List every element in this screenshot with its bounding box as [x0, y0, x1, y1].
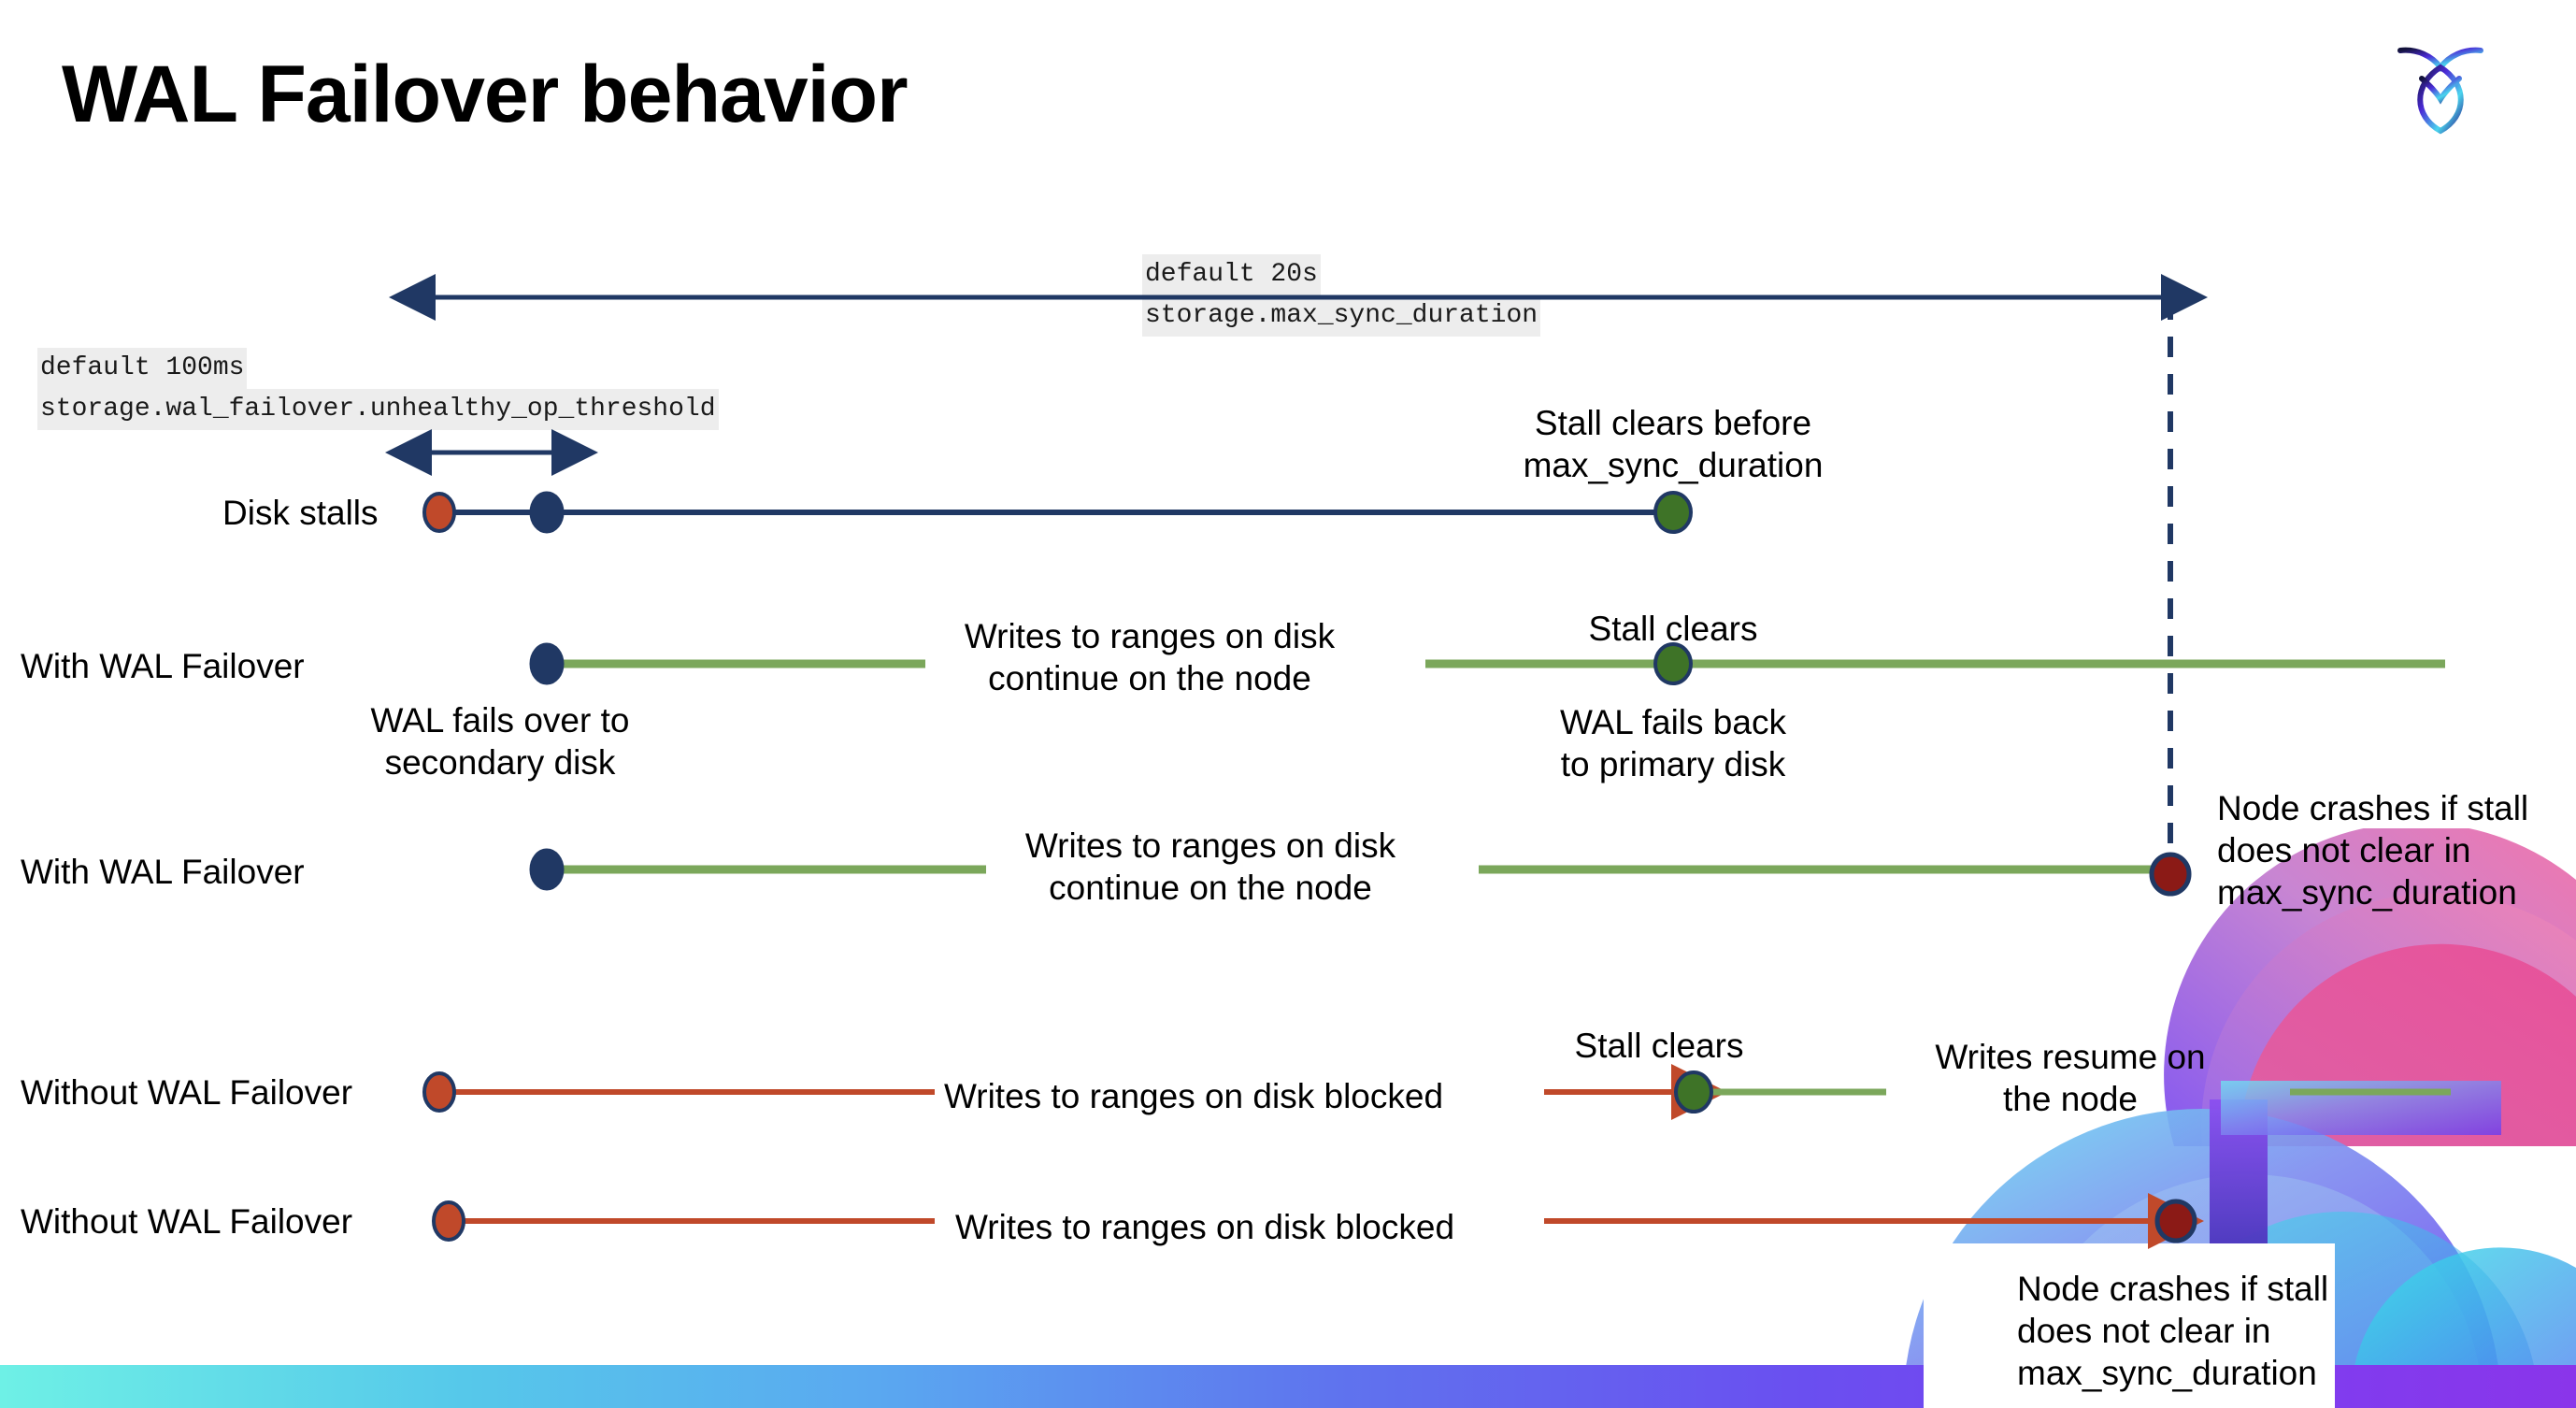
annotation-node-crashes-upper-line1: Node crashes if stall — [2217, 789, 2529, 827]
node-crashes-callout-backdrop — [1924, 1243, 2335, 1408]
no-failover-crash-start-marker — [432, 1200, 465, 1242]
node-crash-marker-lower — [2154, 1199, 2197, 1243]
annotation-wal-fails-over: WAL fails over to secondary disk — [299, 699, 701, 783]
annotation-node-crashes-upper-line2: does not clear in — [2217, 831, 2471, 870]
annotation-writes-resume: Writes resume on the node — [1897, 1036, 2243, 1120]
annotation-writes-blocked-upper: Writes to ranges on disk blocked — [944, 1075, 1542, 1117]
annotation-wal-fails-back-line1: WAL fails back — [1560, 703, 1786, 741]
row-label-without-wal-failover-recovers: Without WAL Failover — [21, 1073, 353, 1112]
logo-svg — [2397, 47, 2483, 135]
disk-stall-cleared-marker — [1653, 491, 1693, 534]
annotation-node-crashes-lower-line2: does not clear in — [2017, 1312, 2271, 1351]
cockroachdb-logo — [2389, 30, 2492, 142]
annotation-wal-fails-over-line2: secondary disk — [384, 743, 616, 783]
row-without-wal-failover-crashes — [432, 1193, 2204, 1249]
row-label-with-wal-failover-recovers: With WAL Failover — [21, 647, 305, 685]
row-label-without-wal-failover-crashes: Without WAL Failover — [21, 1202, 353, 1241]
row-with-wal-failover-crashes — [529, 848, 2192, 897]
unhealthy-op-threshold-name: storage.wal_failover.unhealthy_op_thresh… — [37, 389, 719, 430]
page-title: WAL Failover behavior — [62, 50, 909, 139]
annotation-node-crashes-lower-line3: max_sync_duration — [2017, 1354, 2317, 1393]
no-failover-stall-clears-marker — [1674, 1070, 1713, 1113]
annotation-stall-clears-upper-text: Stall clears — [1588, 610, 1758, 648]
annotation-stall-clears-before-line1: Stall clears before — [1534, 404, 1812, 442]
annotation-writes-continue-lower: Writes to ranges on disk continue on the… — [991, 825, 1430, 909]
row-label-disk-stalls: Disk stalls — [222, 494, 379, 532]
annotation-writes-continue-lower-line1: Writes to ranges on disk — [1024, 826, 1396, 865]
unhealthy-op-threshold-default: default 100ms — [37, 348, 248, 389]
annotation-writes-blocked-lower-text: Writes to ranges on disk blocked — [955, 1208, 1455, 1246]
disk-stall-start-marker — [422, 492, 456, 533]
row-with-wal-failover-recovers — [529, 642, 2445, 685]
annotation-node-crashes-lower-line1: Node crashes if stall — [2017, 1270, 2329, 1308]
annotation-node-crashes-upper-line3: max_sync_duration — [2217, 873, 2517, 912]
row-label-with-wal-failover-crashes: With WAL Failover — [21, 853, 305, 891]
annotation-node-crashes-upper: Node crashes if stall does not clear in … — [2217, 787, 2572, 913]
annotation-stall-clears-before-line2: max_sync_duration — [1523, 446, 1824, 485]
disk-stall-detected-marker — [529, 491, 565, 534]
annotation-writes-resume-line1: Writes resume on — [1935, 1038, 2206, 1076]
annotation-wal-fails-back: WAL fails back to primary disk — [1524, 701, 1823, 785]
annotation-writes-continue-upper-line2: continue on the node — [988, 659, 1311, 698]
annotation-writes-continue-lower-line2: continue on the node — [1049, 869, 1372, 908]
annotation-writes-blocked-lower: Writes to ranges on disk blocked — [955, 1206, 1553, 1248]
row-without-wal-failover-recovers — [422, 1064, 2451, 1120]
unhealthy-op-threshold-setting: default 100ms storage.wal_failover.unhea… — [37, 348, 719, 430]
annotation-writes-continue-upper: Writes to ranges on disk continue on the… — [935, 615, 1365, 699]
annotation-writes-resume-line2: the node — [2002, 1080, 2139, 1119]
node-crash-marker-upper — [2149, 852, 2192, 897]
row-disk-stalls — [422, 491, 1693, 534]
annotation-stall-clears-upper: Stall clears — [1547, 608, 1799, 650]
no-failover-stall-start-marker — [422, 1071, 456, 1113]
annotation-writes-continue-upper-line1: Writes to ranges on disk — [964, 617, 1336, 655]
annotation-node-crashes-lower: Node crashes if stall does not clear in … — [2017, 1268, 2391, 1394]
annotation-stall-clears-lower-text: Stall clears — [1574, 1027, 1744, 1065]
annotation-writes-blocked-upper-text: Writes to ranges on disk blocked — [944, 1077, 1444, 1115]
wal-failover-crash-start-marker — [529, 848, 565, 891]
annotation-wal-fails-back-line2: to primary disk — [1560, 745, 1786, 784]
annotation-stall-clears-lower: Stall clears — [1505, 1025, 1813, 1067]
annotation-wal-fails-over-line1: WAL fails over to — [370, 701, 630, 740]
annotation-stall-clears-before: Stall clears before max_sync_duration — [1486, 402, 1860, 486]
wal-failover-stall-clears-marker — [1653, 642, 1693, 685]
wal-failover-start-marker — [529, 642, 565, 685]
